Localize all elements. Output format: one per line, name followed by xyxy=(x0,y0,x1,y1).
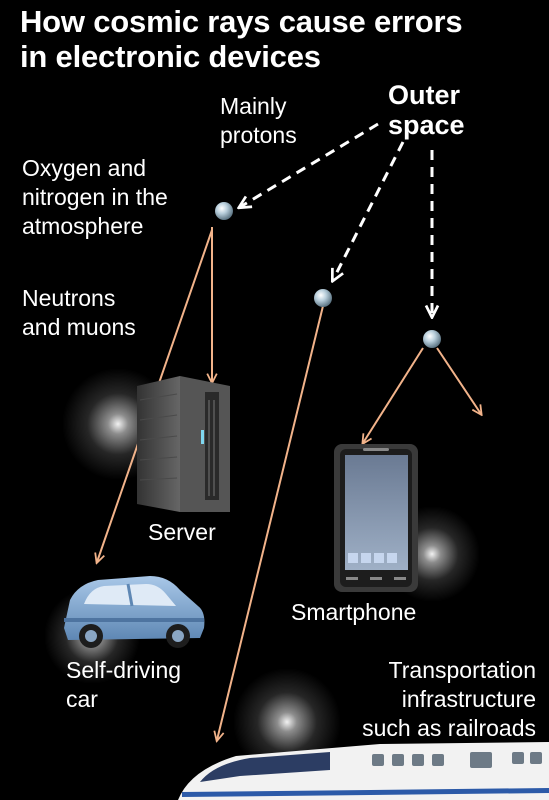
primary-ray-to-atmosphere xyxy=(240,122,379,207)
transport-line-2: infrastructure xyxy=(401,686,536,712)
transport-line-3: such as railroads xyxy=(362,715,536,741)
mainly-protons-label: Mainly protons xyxy=(220,92,297,150)
secondary-ray-to-train xyxy=(217,305,324,740)
atmosphere-line-1: Oxygen and xyxy=(22,155,147,181)
transport-line-1: Transportation xyxy=(388,657,536,683)
diagram-title: How cosmic rays cause errors in electron… xyxy=(20,4,540,74)
mainly-protons-line-1: Mainly xyxy=(220,93,287,119)
outer-space-line-2: space xyxy=(388,110,465,140)
server-label: Server xyxy=(148,519,216,545)
outer-space-line-1: Outer xyxy=(388,80,461,110)
car-label: Self-driving car xyxy=(66,656,181,714)
glow-icon xyxy=(233,668,341,776)
neutrons-muons-line-1: Neutrons xyxy=(22,285,116,311)
particle-icon xyxy=(314,289,332,307)
smartphone-icon xyxy=(334,444,418,592)
train-icon xyxy=(178,742,549,800)
particle-icon xyxy=(423,330,441,348)
atmosphere-line-2: nitrogen in the xyxy=(22,184,168,210)
title-line-2: in electronic devices xyxy=(20,39,321,74)
car-line-2: car xyxy=(66,686,98,712)
car-icon xyxy=(64,576,205,648)
atmosphere-line-3: atmosphere xyxy=(22,213,144,239)
title-line-1: How cosmic rays cause errors xyxy=(20,4,463,39)
outer-space-label: Outer space xyxy=(388,80,465,140)
secondary-ray-to-smartphone xyxy=(363,347,424,443)
primary-ray-to-particle-2 xyxy=(333,141,405,280)
atmosphere-label: Oxygen and nitrogen in the atmosphere xyxy=(22,154,168,241)
server-icon xyxy=(137,376,230,512)
neutrons-muons-label: Neutrons and muons xyxy=(22,284,136,342)
neutrons-muons-line-2: and muons xyxy=(22,314,136,340)
transport-label: Transportation infrastructure such as ra… xyxy=(318,656,536,743)
car-line-1: Self-driving xyxy=(66,657,182,683)
particle-icon xyxy=(215,202,233,220)
smartphone-label: Smartphone xyxy=(291,599,417,625)
secondary-ray-passing xyxy=(436,347,481,414)
mainly-protons-line-2: protons xyxy=(220,122,297,148)
